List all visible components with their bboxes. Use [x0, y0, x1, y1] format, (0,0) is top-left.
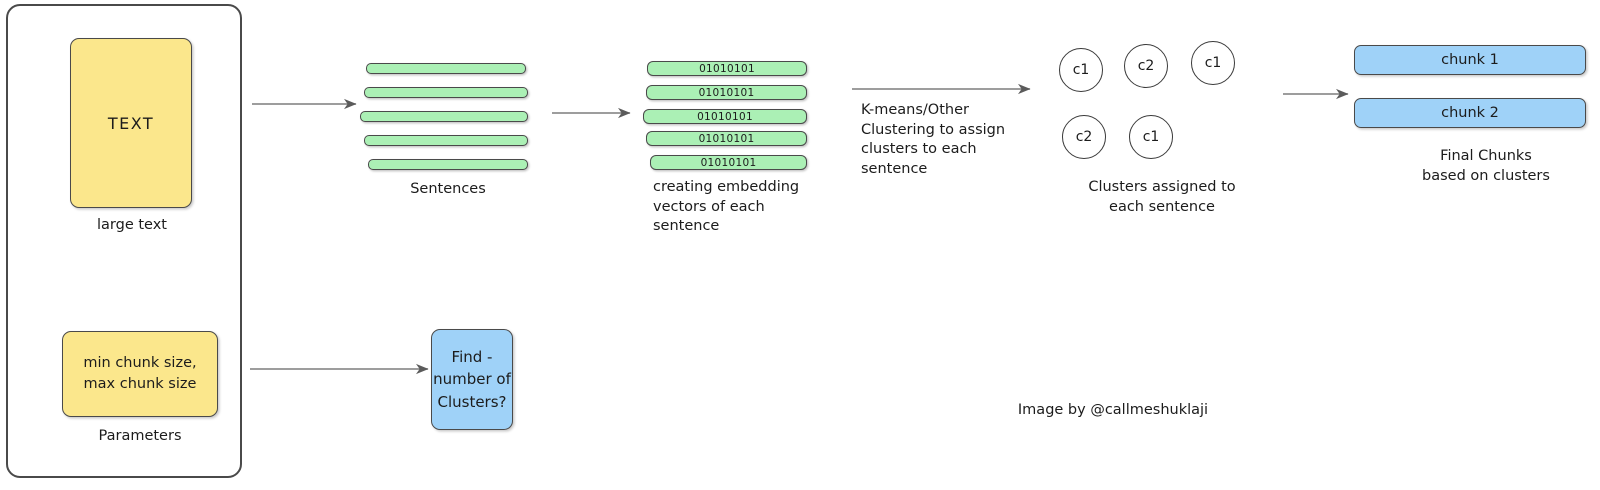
embedding-bar[interactable]: 01010101	[646, 131, 807, 146]
sentences-caption: Sentences	[410, 181, 486, 197]
embedding-bar[interactable]: 01010101	[650, 155, 807, 170]
large-text-box[interactable]: TEXT	[70, 38, 192, 208]
parameters-box[interactable]: min chunk size, max chunk size	[62, 331, 218, 417]
cluster-circle[interactable]: c1	[1059, 48, 1103, 92]
embedding-bar[interactable]: 01010101	[647, 61, 807, 76]
clustering-step-caption: K-means/Other Clustering to assign clust…	[861, 102, 1006, 177]
find-number-of-clusters-box[interactable]: Find - number of Clusters?	[431, 329, 513, 430]
attribution-text: Image by @callmeshuklaji	[1017, 402, 1209, 418]
sentence-bar[interactable]	[364, 135, 528, 146]
embedding-bar[interactable]: 01010101	[646, 85, 807, 100]
chunk-box[interactable]: chunk 2	[1354, 98, 1586, 128]
chunk-box[interactable]: chunk 1	[1354, 45, 1586, 75]
cluster-circle[interactable]: c1	[1191, 41, 1235, 85]
sentence-bar[interactable]	[364, 87, 528, 98]
cluster-circle[interactable]: c2	[1124, 44, 1168, 88]
embedding-bar[interactable]: 01010101	[643, 109, 807, 124]
clusters-caption: Clusters assigned to each sentence	[1088, 179, 1236, 215]
cluster-circle[interactable]: c1	[1129, 115, 1173, 159]
embeddings-caption: creating embedding vectors of each sente…	[653, 179, 800, 235]
sentence-bar[interactable]	[360, 111, 528, 122]
final-chunks-caption: Final Chunks based on clusters	[1422, 148, 1550, 184]
cluster-circle[interactable]: c2	[1062, 115, 1106, 159]
sentence-bar[interactable]	[366, 63, 526, 74]
parameters-caption: Parameters	[98, 428, 182, 444]
sentence-bar[interactable]	[368, 159, 528, 170]
large-text-caption: large text	[97, 217, 167, 233]
